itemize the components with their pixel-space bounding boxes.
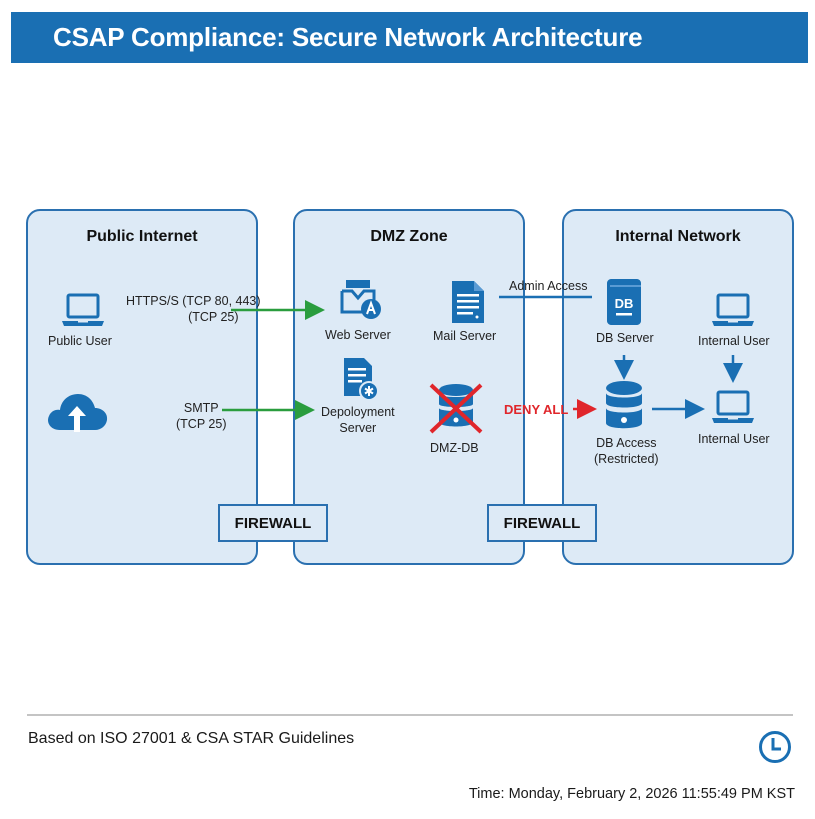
zone-internal-network: Internal Network (562, 209, 794, 565)
cloud-upload-icon (48, 394, 108, 432)
db-access-label: DB Access (Restricted) (594, 436, 659, 466)
mail-server-label: Mail Server (433, 329, 497, 343)
timestamp: Time: Monday, February 2, 2026 11:55:49 … (468, 786, 795, 802)
smtp-flow-line1: SMTP (183, 401, 219, 415)
zone-dmz: DMZ Zone (293, 209, 525, 565)
db-server-icon: DB (607, 279, 641, 325)
laptop-icon (62, 293, 104, 326)
deployment-server-label: Depoloyment Server (321, 405, 395, 435)
document-icon (452, 281, 484, 323)
firewall-1: FIREWALL (218, 504, 328, 542)
public-user-label: Public User (48, 334, 112, 348)
firewall-2: FIREWALL (487, 504, 597, 542)
guidelines-note: Based on ISO 27001 & CSA STAR Guidelines (28, 730, 355, 747)
internal-user-top-label: Internal User (698, 334, 770, 348)
https-flow-line2: (TCP 25) (188, 310, 239, 324)
page-title: CSAP Compliance: Secure Network Architec… (53, 22, 643, 52)
document-gear-icon (344, 358, 378, 400)
zone-title: Internal Network (615, 228, 741, 245)
database-icon (606, 381, 642, 429)
laptop-icon (712, 390, 754, 423)
laptop-icon (712, 293, 754, 326)
db-badge: DB (615, 296, 634, 311)
clock-icon (759, 731, 791, 763)
zone-title: Public Internet (86, 228, 198, 245)
https-flow-line1: HTTPS/S (TCP 80, 443) (126, 294, 261, 308)
dmz-db-label: DMZ-DB (430, 441, 479, 455)
smtp-flow-line2: (TCP 25) (176, 417, 227, 431)
footer-divider (27, 714, 793, 716)
deny-all-label: DENY ALL (504, 402, 569, 417)
admin-access-label: Admin Access (509, 279, 588, 293)
title-banner: CSAP Compliance: Secure Network Architec… (11, 12, 808, 63)
smtp-flow-label: SMTP (TCP 25) (176, 400, 226, 432)
zone-title: DMZ Zone (370, 228, 448, 245)
https-flow-label: HTTPS/S (TCP 80, 443) (TCP 25) (126, 293, 261, 325)
db-server-label: DB Server (596, 331, 654, 345)
database-blocked-icon (429, 383, 483, 434)
web-server-label: Web Server (325, 328, 391, 342)
web-server-icon (340, 280, 381, 319)
internal-user-bottom-label: Internal User (698, 432, 770, 446)
